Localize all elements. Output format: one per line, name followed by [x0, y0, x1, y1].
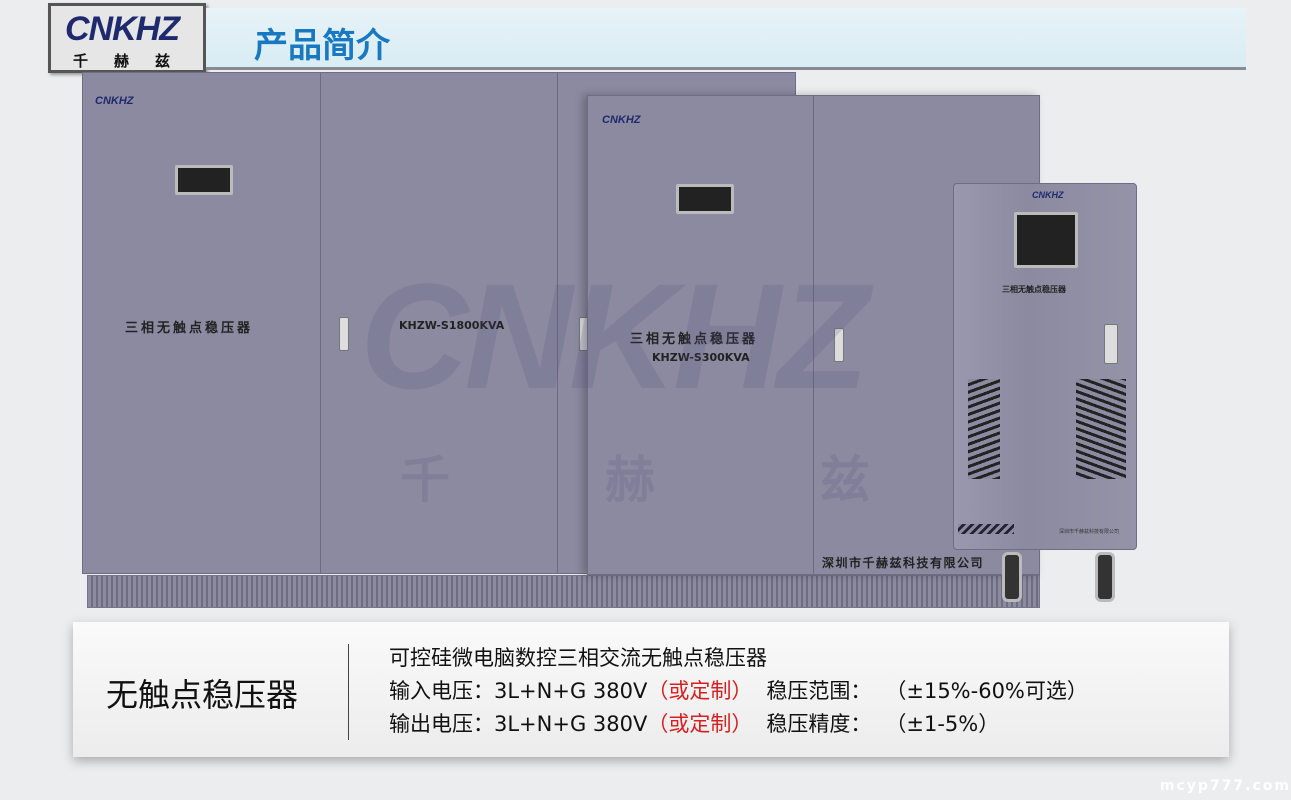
divider [348, 644, 349, 740]
cabinet-label: 三相无触点稳压器 [630, 332, 759, 347]
output-custom: （或定制） [647, 712, 753, 736]
hazard-stripe [958, 524, 1014, 534]
display-screen [175, 165, 233, 195]
product-name: 无触点稳压器 [106, 676, 299, 714]
cabinet-brand: CNKHZ [602, 114, 641, 126]
cabinet-brand: CNKHZ [1032, 190, 1064, 200]
caster-wheel [1002, 552, 1022, 602]
company-name: 深圳市千赫兹科技有限公司 [1059, 529, 1120, 535]
side-vent [1076, 379, 1126, 479]
watermark-cn: 赫 [605, 451, 655, 509]
company-name: 深圳市千赫兹科技有限公司 [822, 556, 985, 570]
page-title: 产品简介 [254, 26, 390, 66]
caster-wheel [1095, 552, 1115, 602]
range-value: （±15%-60%可选） [885, 679, 1088, 703]
logo-cn: 千赫兹 [73, 52, 197, 70]
display-screen [676, 184, 734, 214]
input-custom: （或定制） [647, 679, 753, 703]
door-handle [834, 328, 844, 362]
side-vent [968, 379, 1000, 479]
product-subtitle: 可控硅微电脑数控三相交流无触点稳压器 [389, 646, 767, 670]
precision-value: （±1-5%） [885, 712, 1000, 736]
watermark-logo: CNKHZ [360, 252, 869, 420]
info-panel: 无触点稳压器 可控硅微电脑数控三相交流无触点稳压器 输入电压：3L+N+G 38… [73, 622, 1229, 757]
logo-text: CNKHZ [65, 10, 180, 48]
title-banner: 产品简介 [206, 8, 1246, 70]
brand-logo: CNKHZ 千赫兹 [48, 3, 206, 73]
watermark-cn: 兹 [820, 451, 870, 509]
base-vent [87, 575, 1040, 608]
input-voltage: 输入电压：3L+N+G 380V [389, 679, 648, 703]
cabinet-model: KHZW-S1800KVA [399, 319, 505, 332]
cabinet-label: 三相无触点稳压器 [1002, 285, 1066, 294]
precision-label: 稳压精度： [766, 712, 872, 736]
output-voltage: 输出电压：3L+N+G 380V [389, 712, 648, 736]
display-screen [1014, 212, 1078, 268]
door-handle [1104, 324, 1118, 364]
door-handle [339, 317, 349, 351]
cabinet-brand: CNKHZ [95, 95, 134, 107]
site-watermark: mcyp777.com [1159, 778, 1291, 794]
range-label: 稳压范围： [766, 679, 872, 703]
watermark-cn: 千 [400, 451, 450, 509]
cabinet-small: CNKHZ 三相无触点稳压器 深圳市千赫兹科技有限公司 [953, 183, 1137, 550]
cabinet-label: 三相无触点稳压器 [125, 321, 254, 336]
cabinet-model: KHZW-S300KVA [652, 351, 750, 364]
